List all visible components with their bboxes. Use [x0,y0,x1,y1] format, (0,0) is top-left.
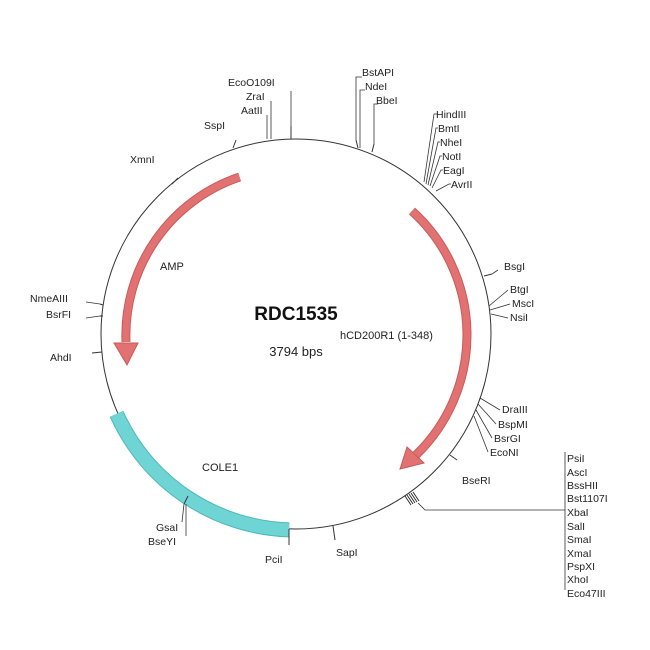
psii-label: PsiI [567,453,585,465]
bsrfi-leader [85,315,101,319]
eagi-label: EagI [443,165,465,177]
bsrgi-label: BsrGI [494,433,521,445]
amp-arrowhead [113,342,139,367]
bstapi-leader [355,76,362,140]
ndei-label: NdeI [365,81,387,93]
gsai-leader [181,503,185,523]
plasmid-name: RDC1535 [254,304,338,325]
bst1107i-label: Bst1107I [567,493,608,505]
btgi-leader [488,289,509,307]
zrai-label: ZraI [246,91,265,103]
sapi-tick [332,525,336,541]
insert-label: hCD200R1 (1-348) [340,330,433,342]
sapi-label: SapI [336,547,358,559]
xmni-tick [171,177,179,185]
ecoo109i-label: EcoO109I [228,77,275,89]
nmeaiii-label: NmeAIII [30,293,68,305]
draiii-leader [479,397,501,411]
nhei-label: NheI [440,137,462,149]
hindiii-leader [423,113,437,183]
pcii-label: PciI [265,554,283,566]
xmai-label: XmaI [567,548,592,560]
bsgi-label: BsgI [504,261,525,273]
bseri-tick [449,454,458,461]
asci-label: AscI [567,467,587,479]
ndei-leader [359,89,365,148]
xbai-label: XbaI [567,507,589,519]
insert-arrow-body-fill [409,208,471,458]
econi-label: EcoNI [490,447,519,459]
eco47iii-label: Eco47III [567,588,606,600]
msci-leader [489,303,511,311]
bmti-label: BmtI [438,123,460,135]
bsrgi-leader [475,409,493,439]
bmti-leader [425,127,438,185]
bbei-label: BbeI [376,95,398,107]
bbei-tick [371,143,375,153]
bstapi-tick [355,139,359,149]
bseyi-label: BseYI [148,536,176,548]
bstapi-label: BstAPI [362,67,394,79]
ahdi-label: AhdI [50,352,72,364]
btgi-label: BtgI [510,284,529,296]
draiii-label: DraIII [502,404,528,416]
msci-label: MscI [512,298,534,310]
bspmi-leader [477,403,497,425]
bbei-leader [373,103,378,144]
cole1-feature-fill [110,411,290,537]
avrii-label: AvrII [451,179,472,191]
xmni-label: XmnI [130,154,155,166]
insert-arrowhead [399,446,426,470]
nsii-label: NsiI [510,312,528,324]
sspi-tick [232,139,237,149]
noti-leader [429,155,442,187]
noti-label: NotI [442,151,461,163]
econi-leader [473,415,489,453]
gsai-tick [183,495,189,505]
plasmid-size: 3794 bps [269,344,323,359]
eagi-leader [431,169,443,189]
amp-arrow-body-fill [122,173,241,343]
smai-label: SmaI [567,534,592,546]
ahdi-tick [91,351,103,354]
bsgi-tick [483,273,493,277]
bseri-label: BseRI [462,475,491,487]
hindiii-label: HindIII [436,109,466,121]
bsrfi-label: BsrFI [46,309,71,321]
nmeaiii-tick [99,303,104,306]
avrii-leader [435,183,451,192]
bsgi-leader [491,269,499,275]
aatii-label: AatII [241,105,263,117]
amp-label: AMP [160,261,184,273]
xhoi-label: XhoI [567,574,589,586]
sali-label: SalI [567,521,585,533]
mcs-ticks [404,491,420,506]
cole1-label: COLE1 [202,462,238,474]
pspxi-label: PspXI [567,561,595,573]
sspi-label: SspI [204,120,225,132]
bspmi-label: BspMI [498,419,528,431]
nmeaiii-leader [85,301,101,305]
bsshii-label: BssHII [567,480,598,492]
nhei-leader [427,141,440,186]
gsai-label: GsaI [156,522,178,534]
nsii-leader [490,313,509,319]
mcs-leader [417,502,565,511]
backbone-circle [100,138,492,530]
